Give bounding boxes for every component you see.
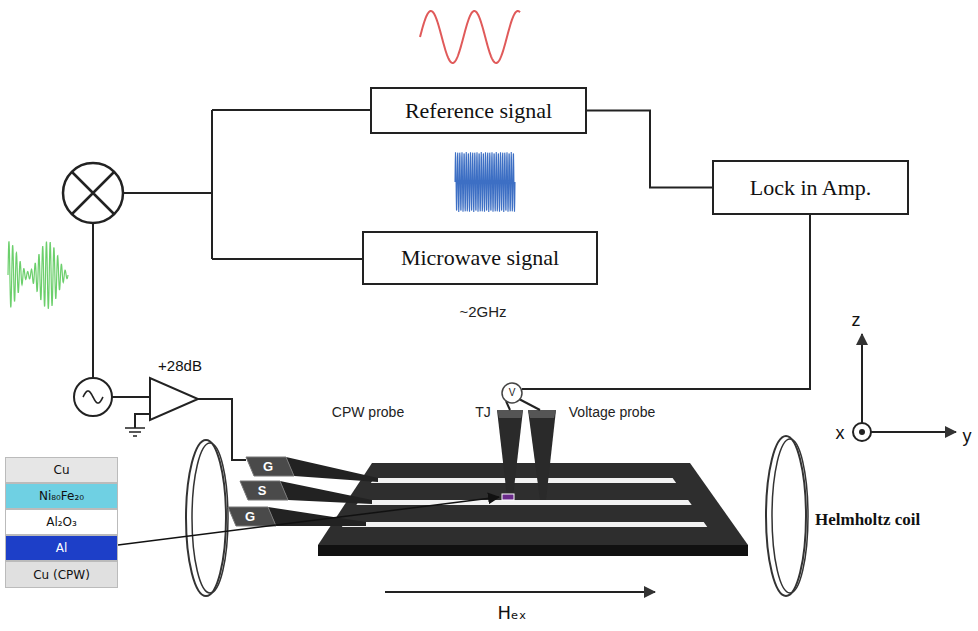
- mixer-symbol: [63, 163, 123, 223]
- lock-in-box: Lock in Amp.: [712, 160, 909, 215]
- axis-x-dot: [859, 429, 865, 435]
- label-text: Voltage probe: [569, 404, 655, 420]
- wire: [92, 223, 94, 378]
- label-text: x: [836, 423, 845, 444]
- box-text: Ni₈₀Fe₂₀: [39, 489, 84, 503]
- label-text: TJ: [475, 404, 491, 420]
- voltage-probe-cap: [497, 410, 556, 418]
- voltage-probe-tip: [528, 410, 556, 500]
- wire: [123, 192, 212, 194]
- cpw-board-edge: [318, 545, 748, 556]
- probe-face: [246, 457, 294, 476]
- layer-band: Cu (CPW): [5, 561, 118, 588]
- label-text: +28dB: [158, 357, 202, 374]
- probe-body: [286, 457, 378, 482]
- box-text: Al₂O₃: [46, 515, 77, 529]
- label-text: Helmholtz coil: [815, 510, 920, 530]
- probe-lead: [519, 399, 540, 410]
- label-text: V: [509, 387, 516, 399]
- microwave-wave: [455, 152, 515, 212]
- layer-band: Cu: [5, 457, 118, 483]
- signal-box: Microwave signal: [362, 231, 598, 285]
- label-text: Hₑₓ: [497, 603, 526, 624]
- voltmeter-symbol: [502, 383, 522, 403]
- signal-box: Reference signal: [370, 87, 587, 134]
- label-text: z: [852, 310, 861, 331]
- box-text: Cu: [54, 463, 70, 477]
- probe-face: [228, 507, 276, 526]
- layer-band: Al₂O₃: [5, 509, 118, 535]
- wire: [212, 109, 370, 111]
- label-text: CPW probe: [332, 404, 404, 420]
- box-text: Cu (CPW): [33, 568, 90, 582]
- helmholtz-coil: [192, 443, 228, 593]
- label-text: G: [263, 460, 273, 475]
- box-text: Reference signal: [405, 98, 552, 124]
- oscillator-symbol: [74, 378, 112, 416]
- field-arrow: [385, 591, 655, 593]
- probe-body: [280, 481, 372, 504]
- signal-wire: [587, 111, 712, 188]
- box-text: Microwave signal: [401, 245, 559, 271]
- cpw-board: [318, 463, 748, 545]
- wire: [212, 258, 362, 260]
- wire: [198, 399, 246, 460]
- axis-z: [861, 334, 863, 423]
- oscillator-wave: [83, 391, 103, 403]
- amplifier-symbol: [150, 378, 198, 420]
- box-text: Al: [56, 541, 68, 555]
- wire: [112, 396, 150, 398]
- wire: [135, 414, 150, 428]
- tunnel-junction: [502, 494, 514, 500]
- leader-line: [118, 497, 499, 545]
- cpw-stripe: [342, 522, 707, 527]
- voltage-probe-tip: [497, 410, 523, 497]
- probe-body: [268, 507, 366, 526]
- axis-y: [871, 431, 956, 433]
- cpw-stripe: [371, 478, 676, 483]
- axis-x: [853, 423, 871, 441]
- layer-band: Al: [5, 535, 118, 561]
- probe-face: [240, 481, 288, 500]
- mixer-cross: [72, 172, 114, 214]
- label-text: y: [963, 426, 972, 447]
- ground-symbol: [125, 428, 145, 436]
- box-text: Lock in Amp.: [750, 175, 872, 201]
- label-text: S: [258, 484, 267, 499]
- modulated-wave: [8, 241, 68, 308]
- layer-band: Ni₈₀Fe₂₀: [5, 483, 118, 509]
- helmholtz-coil: [772, 439, 808, 593]
- label-text: ~2GHz: [459, 303, 506, 320]
- label-text: G: [245, 510, 255, 525]
- cpw-stripe: [356, 500, 691, 505]
- wire: [211, 110, 213, 259]
- reference-wave: [420, 11, 520, 63]
